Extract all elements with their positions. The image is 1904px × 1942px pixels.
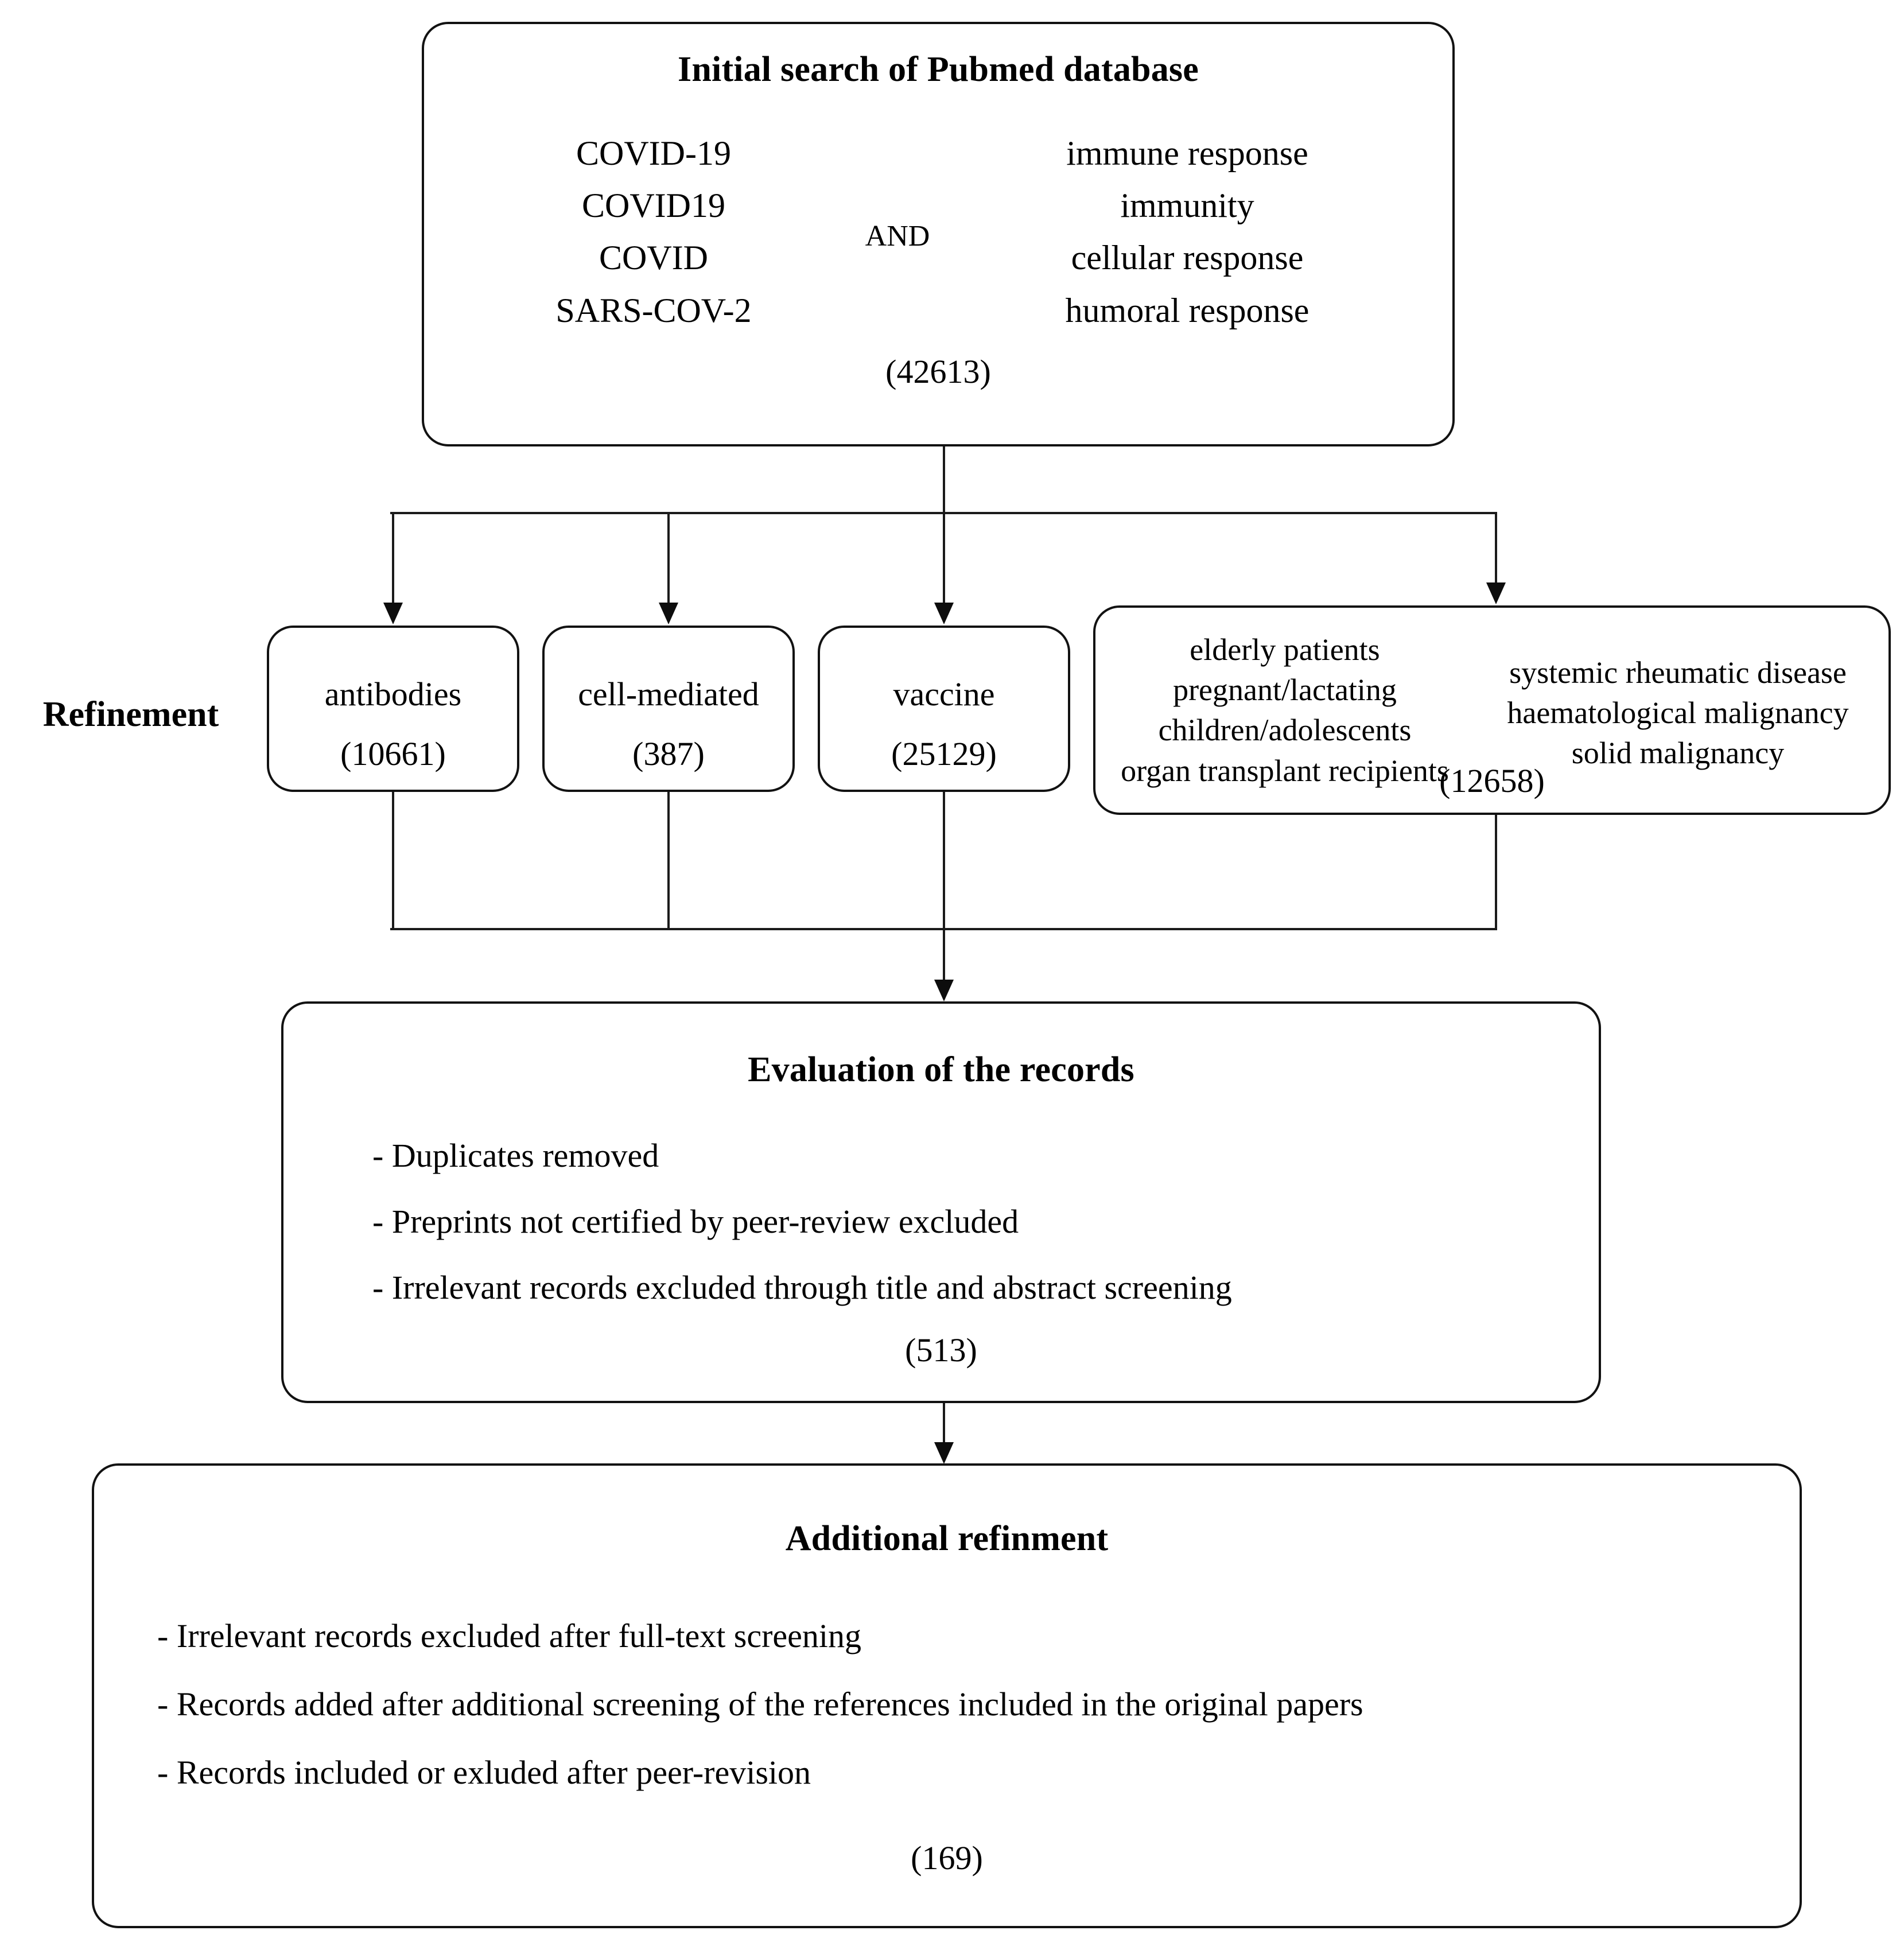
search-operator-and: AND [865,220,930,253]
initial-search-count: (42613) [885,353,991,390]
connector-evaluation-to-additional [943,1403,945,1442]
search-terms-right-column: immune response immunity cellular respon… [1065,134,1310,329]
branch-line-cell-mediated [667,512,670,604]
refinement-box-vaccine-label: vaccine [893,675,995,713]
merge-line-antibodies [392,792,394,928]
search-terms-left-column: COVID-19 COVID19 COVID SARS-COV-2 [555,134,752,329]
merge-line-populations [1495,815,1497,928]
additional-refinement-item: - Records included or exluded after peer… [157,1753,811,1791]
evaluation-count: (513) [905,1331,977,1369]
initial-search-title: Initial search of Pubmed database [678,50,1199,89]
refinement-box-antibodies: antibodies (10661) [267,626,519,792]
refinement-box-populations: elderly patients pregnant/lactating chil… [1093,605,1891,815]
merge-line-vaccine [943,792,945,928]
additional-refinement-items: - Irrelevant records excluded after full… [157,1616,1764,1820]
evaluation-item: - Irrelevant records excluded through ti… [372,1268,1232,1306]
refinement-box-cell-mediated-label: cell-mediated [578,675,759,713]
additional-refinement-box: Additional refinment - Irrelevant record… [92,1463,1802,1928]
branch-arrow-vaccine [934,603,954,624]
refinement-box-cell-mediated: cell-mediated (387) [542,626,795,792]
refinement-box-antibodies-count: (10661) [340,735,446,772]
branch-line-antibodies [392,512,394,604]
branch-line-populations [1495,512,1497,584]
refinement-box-vaccine: vaccine (25129) [818,626,1070,792]
additional-refinement-count: (169) [911,1839,983,1877]
branch-arrow-populations [1486,582,1506,604]
refinement-box-cell-mediated-count: (387) [632,735,705,772]
populations-count: (12658) [1439,762,1545,799]
connector-arrow-additional [934,1442,954,1464]
refinement-stage-label: Refinement [42,695,219,734]
connector-merge-to-evaluation [943,928,945,980]
evaluation-title: Evaluation of the records [748,1050,1134,1089]
populations-right-column: systemic rheumatic disease haematologica… [1507,655,1849,771]
additional-refinement-title: Additional refinment [785,1519,1109,1558]
connector-search-to-split [943,446,945,513]
branch-arrow-antibodies [383,603,403,624]
connector-arrow-evaluation [934,980,954,1001]
branch-line-vaccine [943,512,945,604]
evaluation-items: - Duplicates removed - Preprints not cer… [372,1136,1520,1333]
evaluation-box: Evaluation of the records - Duplicates r… [281,1001,1601,1403]
evaluation-item: - Duplicates removed [372,1137,659,1174]
merge-line-cell-mediated [667,792,670,928]
populations-left-column: elderly patients pregnant/lactating chil… [1121,632,1449,788]
additional-refinement-item: - Records added after additional screeni… [157,1685,1363,1723]
initial-search-box: Initial search of Pubmed database COVID-… [422,22,1455,446]
refinement-box-vaccine-count: (25129) [891,735,997,772]
branch-arrow-cell-mediated [659,603,678,624]
additional-refinement-item: - Irrelevant records excluded after full… [157,1617,862,1654]
refinement-box-antibodies-label: antibodies [324,675,462,713]
evaluation-item: - Preprints not certified by peer-review… [372,1202,1019,1240]
